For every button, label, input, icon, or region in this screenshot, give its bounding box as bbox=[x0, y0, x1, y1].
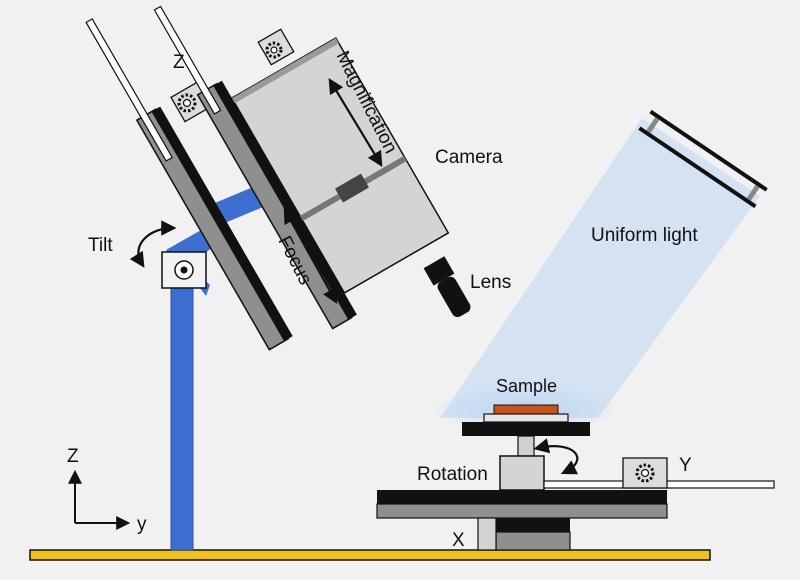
tilt-arrow bbox=[129, 220, 177, 268]
label-uniform-light: Uniform light bbox=[591, 225, 698, 246]
camera-gear-block bbox=[257, 28, 295, 66]
light-beam bbox=[440, 118, 760, 418]
label-axis-y: y bbox=[137, 514, 147, 535]
focus-arrow bbox=[283, 207, 338, 305]
light-source bbox=[638, 109, 768, 209]
stage-mid-plate bbox=[376, 503, 668, 519]
stage-lower-block bbox=[496, 518, 570, 532]
gear-icon bbox=[177, 93, 197, 113]
label-tilt: Tilt bbox=[88, 235, 113, 256]
mount-plate-left bbox=[85, 18, 293, 351]
label-camera: Camera bbox=[435, 147, 503, 168]
label-sample: Sample bbox=[496, 376, 557, 396]
label-z-top: Z bbox=[173, 52, 185, 73]
rotation-shaft bbox=[517, 435, 535, 457]
label-axis-z: Z bbox=[67, 446, 79, 467]
sample bbox=[493, 404, 559, 415]
support-post bbox=[170, 279, 194, 551]
gear-icon bbox=[635, 463, 655, 483]
label-lens: Lens bbox=[470, 272, 511, 293]
base-bar bbox=[29, 549, 711, 561]
label-y-stage: Y bbox=[679, 455, 692, 476]
label-rotation: Rotation bbox=[417, 464, 488, 485]
tilt-pivot-icon bbox=[161, 251, 207, 289]
gear-icon bbox=[265, 41, 283, 59]
sample-platform bbox=[462, 422, 590, 436]
x-stage-block bbox=[477, 517, 497, 551]
curved-arrow-icon bbox=[533, 438, 579, 475]
stage-top-plate bbox=[377, 490, 667, 504]
magnification-arrow bbox=[328, 78, 383, 167]
sample-holder bbox=[483, 413, 569, 423]
label-x-stage: X bbox=[452, 530, 465, 551]
lens bbox=[423, 256, 471, 318]
rotation-block bbox=[499, 455, 545, 491]
stage-base-block bbox=[495, 531, 571, 551]
